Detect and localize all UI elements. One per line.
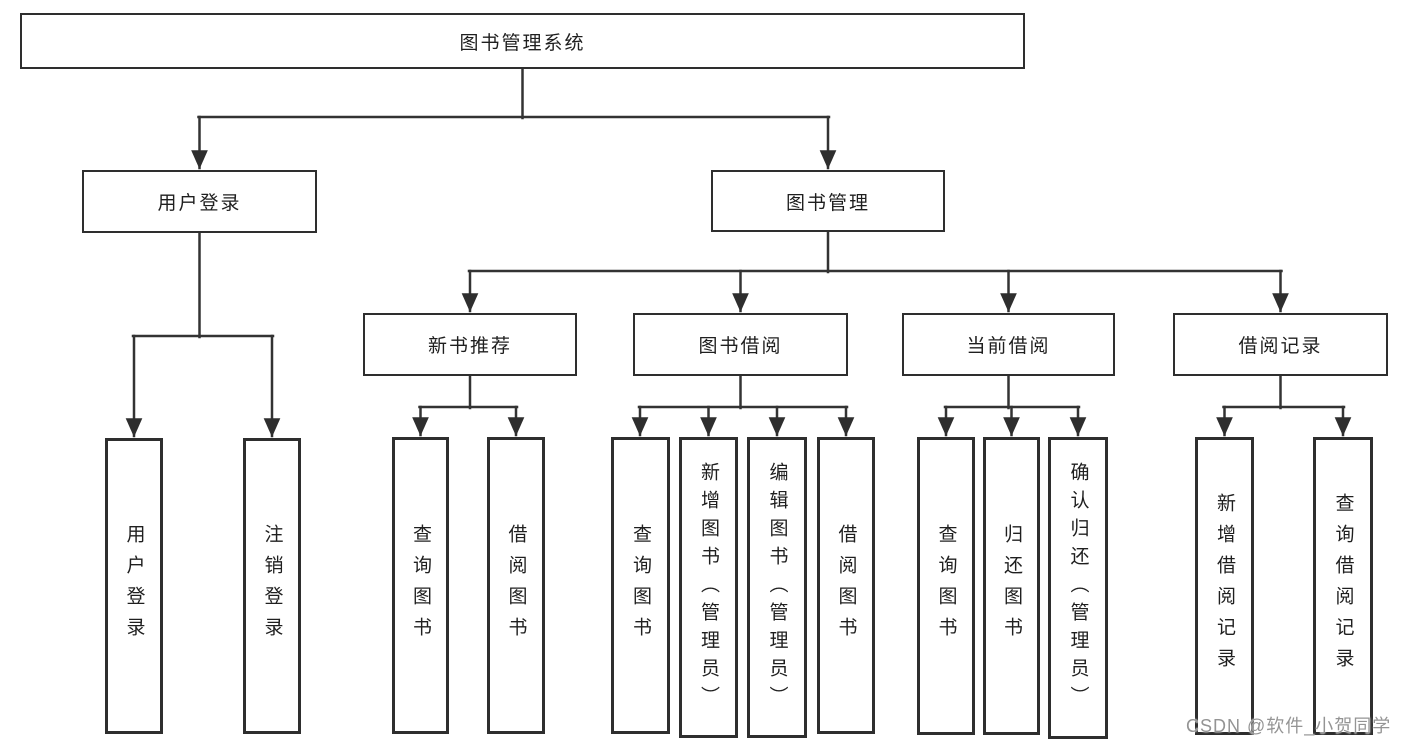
csdn-watermark: CSDN @软件_小贺同学: [1186, 716, 1392, 736]
node-leaf-add-record: 新增借阅记录: [1195, 437, 1254, 735]
node-leaf-user-login: 用户登录: [105, 438, 163, 734]
node-leaf-logout: 注销登录: [243, 438, 301, 734]
node-leaf-edit-book: 编辑图书（管理员）: [747, 437, 807, 738]
node-borrow-record: 借阅记录: [1173, 313, 1388, 376]
node-leaf-query-record: 查询借阅记录: [1313, 437, 1373, 735]
node-leaf-query-book-1: 查询图书: [392, 437, 449, 734]
node-leaf-add-book: 新增图书（管理员）: [679, 437, 738, 738]
node-new-book-rec: 新书推荐: [363, 313, 577, 376]
node-book-borrow: 图书借阅: [633, 313, 848, 376]
node-leaf-confirm-return: 确认归还（管理员）: [1048, 437, 1108, 739]
node-leaf-borrow-book-1: 借阅图书: [487, 437, 545, 734]
node-leaf-query-book-3: 查询图书: [917, 437, 975, 735]
node-leaf-query-book-2: 查询图书: [611, 437, 670, 734]
node-leaf-borrow-book-2: 借阅图书: [817, 437, 875, 734]
node-root: 图书管理系统: [20, 13, 1025, 69]
node-book-mgmt: 图书管理: [711, 170, 945, 232]
node-user-login: 用户登录: [82, 170, 317, 233]
node-leaf-return-book: 归还图书: [983, 437, 1040, 735]
node-current-borrow: 当前借阅: [902, 313, 1115, 376]
